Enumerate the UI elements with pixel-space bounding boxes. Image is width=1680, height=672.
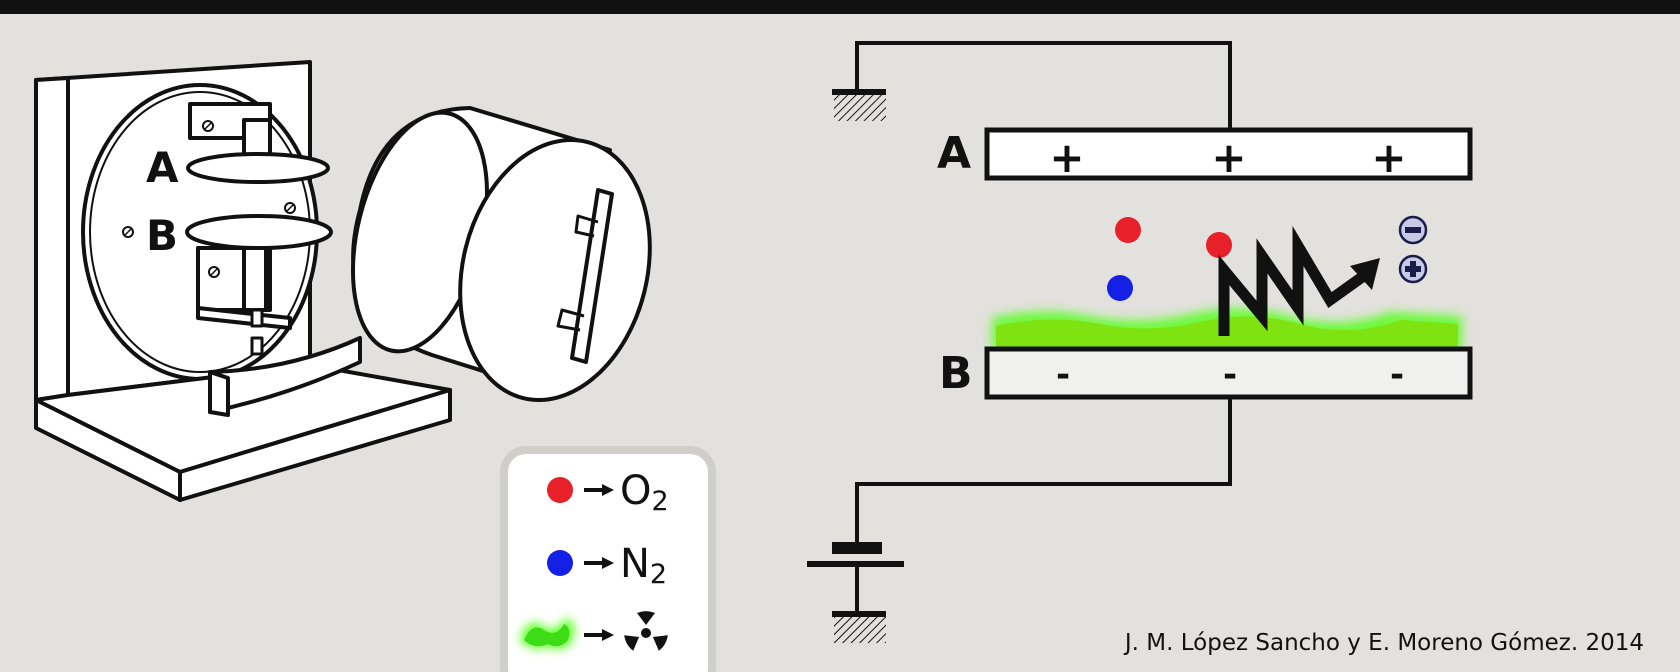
apparatus-panel-side xyxy=(34,76,70,402)
radiation-icon xyxy=(624,611,668,651)
top-border xyxy=(0,0,1680,14)
plate-a-charge: + xyxy=(1371,133,1406,182)
plate-a xyxy=(984,127,1473,181)
legend-arrow xyxy=(584,484,614,496)
legend-oxygen-label: O2 xyxy=(620,468,669,517)
apparatus-lower-post xyxy=(242,246,268,312)
oxygen-molecule xyxy=(1115,217,1141,243)
legend-nitrogen-label: N2 xyxy=(620,541,667,590)
plate-a-charge: + xyxy=(1211,133,1246,182)
apparatus xyxy=(34,60,452,502)
credit-text: J. M. López Sancho y E. Moreno Gómez. 20… xyxy=(1124,630,1644,656)
plate-b-charge: - xyxy=(1390,355,1404,395)
battery-short-plate xyxy=(832,542,882,554)
legend-nitrogen-dot xyxy=(547,550,573,576)
legend-oxygen-dot xyxy=(547,477,573,503)
apparatus-label-a: A xyxy=(146,143,179,192)
plate-a-label: A xyxy=(937,128,971,179)
legend-arrow xyxy=(584,629,614,641)
apparatus-plate-b xyxy=(185,214,333,250)
apparatus-cover xyxy=(350,106,652,402)
apparatus-block-side xyxy=(208,370,230,417)
plate-b-label: B xyxy=(939,348,973,399)
plate-b xyxy=(984,346,1473,400)
oxygen-molecule xyxy=(1206,232,1232,258)
ground-top-hatch xyxy=(834,95,886,121)
plate-b-charge: - xyxy=(1223,355,1237,395)
legend: O2 N2 xyxy=(500,446,716,672)
nitrogen-molecule xyxy=(1107,275,1133,301)
negative-ion xyxy=(1398,215,1428,245)
plate-b-charge: - xyxy=(1056,355,1070,395)
apparatus-plate-a xyxy=(186,152,330,184)
ground-wire-top xyxy=(855,41,1232,130)
battery-wire xyxy=(855,398,1232,547)
apparatus-curved-block xyxy=(208,336,362,414)
legend-arrow xyxy=(584,557,614,569)
radiation-ray-arrowhead xyxy=(1350,258,1380,290)
positive-ion xyxy=(1398,254,1428,284)
apparatus-base-side xyxy=(34,398,182,502)
ground-bottom-hatch xyxy=(834,617,886,643)
circuit xyxy=(807,41,1232,643)
cover-handle xyxy=(570,188,614,364)
apparatus-label-b: B xyxy=(146,211,178,260)
radiation-ray xyxy=(1218,225,1380,336)
plate-a-charge: + xyxy=(1049,133,1084,182)
